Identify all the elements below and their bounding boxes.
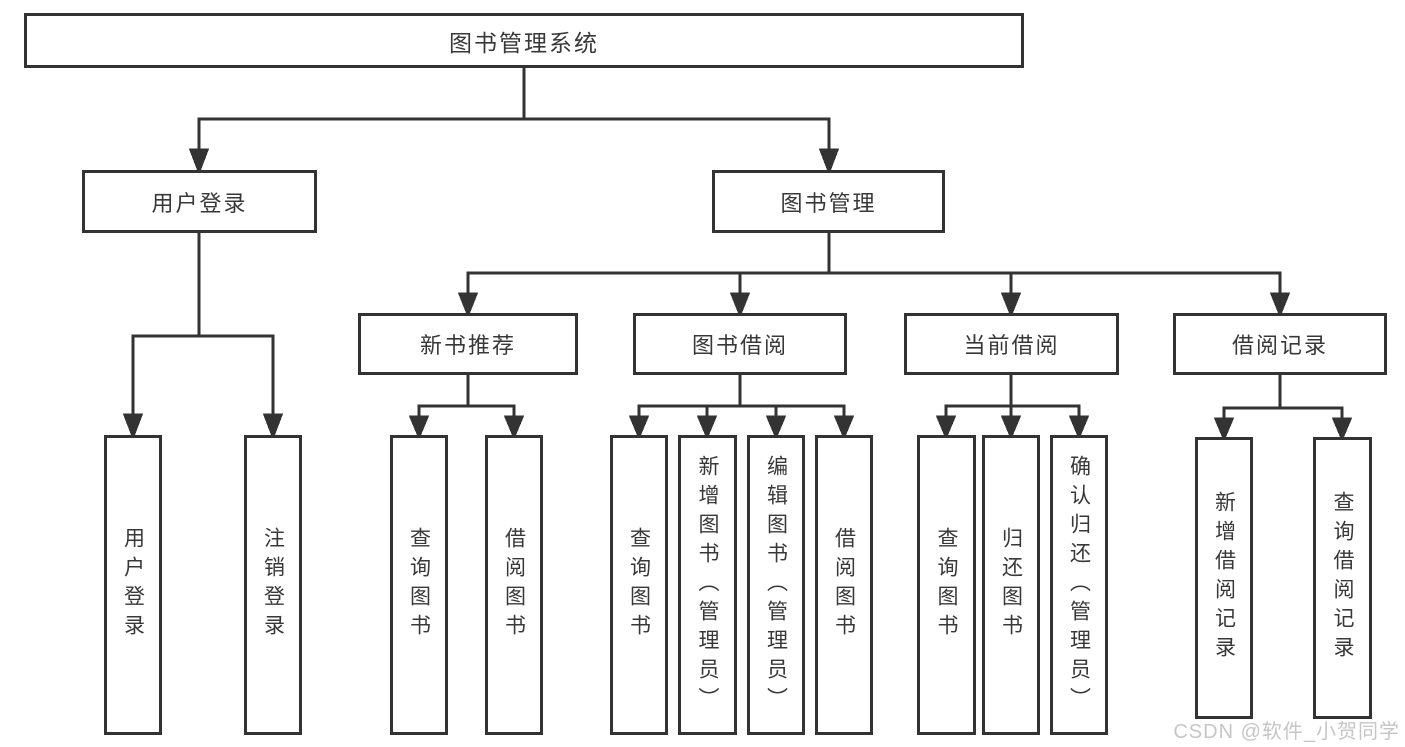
leaf-confirm-return-admin: 确认归还（管理员） <box>1050 435 1108 735</box>
leaf-borrow-books-borrow-label: 借阅图书 <box>832 527 856 643</box>
connector-root-to-level2 <box>188 66 840 176</box>
connector-bookmgmt-to-level3 <box>457 231 1291 319</box>
arrow-down-icon <box>122 413 144 441</box>
node-book-borrow: 图书借阅 <box>633 313 847 375</box>
arrow-down-icon <box>408 415 430 440</box>
leaf-edit-book-admin: 编辑图书（管理员） <box>747 435 805 735</box>
connector-userlogin-to-leaves <box>122 231 284 441</box>
arrow-down-icon <box>1331 417 1353 442</box>
arrow-down-icon <box>765 415 787 440</box>
leaf-query-borrow-record: 查询借阅记录 <box>1313 437 1372 719</box>
arrow-down-icon <box>1213 417 1235 442</box>
leaf-user-login: 用户登录 <box>104 435 162 735</box>
leaf-logout: 注销登录 <box>244 435 302 735</box>
arrow-down-icon <box>729 292 751 319</box>
leaf-borrow-books-borrow: 借阅图书 <box>815 435 873 735</box>
node-borrow-records-label: 借阅记录 <box>1231 333 1328 358</box>
leaf-logout-label: 注销登录 <box>261 527 285 643</box>
connector-newbook-to-leaves <box>408 373 525 440</box>
leaf-query-books-recommend-label: 查询图书 <box>407 527 431 643</box>
leaf-confirm-return-admin-label: 确认归还（管理员） <box>1067 454 1091 716</box>
leaf-add-borrow-record: 新增借阅记录 <box>1195 437 1253 719</box>
node-book-management-label: 图书管理 <box>780 190 877 216</box>
leaf-add-book-admin-label: 新增图书（管理员） <box>696 454 719 716</box>
leaf-return-books: 归还图书 <box>982 435 1040 735</box>
node-book-management: 图书管理 <box>712 170 945 233</box>
leaf-query-books-borrow: 查询图书 <box>610 435 668 735</box>
arrow-down-icon <box>833 415 855 440</box>
node-user-login-label: 用户登录 <box>151 190 248 216</box>
leaf-query-books-current-label: 查询图书 <box>935 527 958 643</box>
node-root-label: 图书管理系统 <box>449 29 599 56</box>
watermark: CSDN @软件_小贺同学 <box>1173 721 1400 743</box>
leaf-add-borrow-record-label: 新增借阅记录 <box>1212 491 1236 665</box>
node-new-book-recommend-label: 新书推荐 <box>419 333 516 358</box>
arrow-down-icon <box>1000 292 1022 319</box>
arrow-down-icon <box>696 415 718 440</box>
arrow-down-icon <box>188 148 210 176</box>
leaf-user-login-label: 用户登录 <box>121 527 145 643</box>
leaf-query-books-borrow-label: 查询图书 <box>627 527 651 643</box>
leaf-return-books-label: 归还图书 <box>999 527 1023 643</box>
leaf-query-books-current: 查询图书 <box>917 435 976 735</box>
arrow-down-icon <box>457 292 479 319</box>
leaf-query-borrow-record-label: 查询借阅记录 <box>1331 491 1354 665</box>
arrow-down-icon <box>503 415 525 440</box>
node-current-borrow-label: 当前借阅 <box>963 333 1060 358</box>
node-current-borrow: 当前借阅 <box>904 313 1119 375</box>
node-user-login: 用户登录 <box>82 170 317 233</box>
arrow-down-icon <box>935 415 957 440</box>
arrow-down-icon <box>628 415 650 440</box>
leaf-borrow-books-recommend-label: 借阅图书 <box>502 527 526 643</box>
arrow-down-icon <box>818 148 840 176</box>
connector-borrow-to-leaves <box>628 373 855 440</box>
connector-records-to-leaves <box>1213 373 1353 442</box>
leaf-borrow-books-recommend: 借阅图书 <box>485 435 543 735</box>
leaf-edit-book-admin-label: 编辑图书（管理员） <box>764 454 788 716</box>
arrow-down-icon <box>262 413 284 441</box>
leaf-add-book-admin: 新增图书（管理员） <box>678 435 737 735</box>
connector-current-to-leaves <box>935 373 1090 440</box>
arrow-down-icon <box>1068 415 1090 440</box>
node-book-borrow-label: 图书借阅 <box>691 333 788 358</box>
leaf-query-books-recommend: 查询图书 <box>390 435 448 735</box>
node-borrow-records: 借阅记录 <box>1173 313 1387 375</box>
node-new-book-recommend: 新书推荐 <box>358 313 578 375</box>
arrow-down-icon <box>1269 292 1291 319</box>
node-root: 图书管理系统 <box>24 13 1024 68</box>
arrow-down-icon <box>1000 415 1022 440</box>
